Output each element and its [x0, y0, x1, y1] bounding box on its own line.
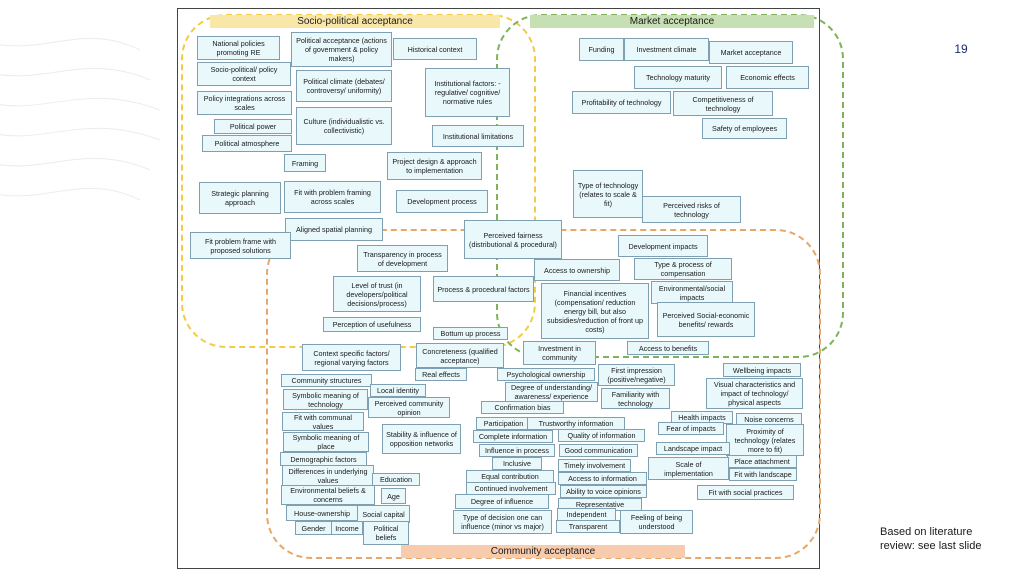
factor-box: Feeling of being understood: [620, 510, 693, 534]
factor-box: Inclusive: [492, 457, 542, 470]
factor-box: Fear of impacts: [658, 422, 724, 435]
factor-box: Confirmation bias: [481, 401, 564, 414]
source-note-line2: review: see last slide: [880, 540, 982, 552]
factor-box: First impression (positive/negative): [598, 364, 675, 386]
factor-box: Education: [372, 473, 420, 486]
background-wave-lines: [0, 37, 161, 201]
factor-box: Funding: [579, 38, 624, 61]
factor-box: Local identity: [370, 384, 426, 397]
factor-box: Familiarity with technology: [601, 388, 670, 409]
factor-box: Quality of information: [558, 429, 645, 442]
source-note-line1: Based on literature: [880, 526, 973, 538]
factor-box: Independent: [557, 508, 616, 521]
factor-box: Strategic planning approach: [199, 182, 281, 214]
factor-box: Policy integrations across scales: [197, 91, 292, 115]
factor-box: Project design & approach to implementat…: [387, 152, 482, 180]
factor-box: Financial incentives (compensation/ redu…: [541, 283, 649, 339]
factor-box: Symbolic meaning of technology: [283, 389, 368, 410]
factor-box: Framing: [284, 154, 326, 172]
factor-box: Proximity of technology (relates more to…: [726, 424, 804, 456]
factor-box: Culture (individualistic vs. collectivis…: [296, 107, 392, 145]
factor-box: Institutional factors: - regulative/ cog…: [425, 68, 510, 117]
source-note: Based on literature review: see last sli…: [880, 525, 1010, 553]
factor-box: Community structures: [281, 374, 372, 387]
factor-box: Level of trust (in developers/political …: [333, 276, 421, 312]
factor-box: Landscape impact: [656, 442, 730, 455]
factor-box: Perceived Social-economic benefits/ rewa…: [657, 302, 755, 337]
factor-box: Aligned spatial planning: [285, 218, 383, 241]
factor-box: Market acceptance: [709, 41, 793, 64]
factor-box: Scale of implementation: [648, 457, 729, 480]
factor-box: Transparent: [556, 520, 620, 533]
factor-box: Type of technology (relates to scale & f…: [573, 170, 643, 218]
factor-box: Fit with social practices: [697, 485, 794, 500]
factor-box: Environmental/social impacts: [651, 281, 733, 304]
factor-box: Place attachment: [727, 455, 797, 468]
factor-box: Type of decision one can influence (mino…: [453, 510, 552, 534]
factor-box: Political power: [214, 119, 292, 134]
page-number: 19: [954, 42, 968, 56]
factor-box: Type & process of compensation: [634, 258, 732, 280]
factor-box: Timely involvement: [558, 459, 631, 472]
factor-box: Political acceptance (actions of governm…: [291, 32, 392, 67]
community-header: Community acceptance: [401, 545, 685, 558]
factor-box: Context specific factors/ regional varyi…: [302, 344, 401, 371]
factor-box: Economic effects: [726, 66, 809, 89]
factor-box: Differences in underlying values: [282, 465, 374, 486]
factor-box: Degree of influence: [455, 494, 549, 509]
factor-box: Visual characteristics and impact of tec…: [706, 378, 803, 409]
factor-box: Access to information: [558, 472, 647, 485]
factor-box: Transparency in process of development: [357, 245, 448, 272]
factor-box: Symbolic meaning of place: [283, 432, 369, 452]
factor-box: Technology maturity: [634, 66, 722, 89]
factor-box: Historical context: [393, 38, 477, 60]
factor-box: Complete information: [473, 430, 553, 443]
factor-box: Stability & influence of opposition netw…: [382, 424, 461, 454]
factor-box: Institutional limitations: [432, 125, 524, 147]
factor-box: Age: [381, 488, 406, 504]
factor-box: Real effects: [415, 368, 467, 381]
factor-box: Competitiveness of technology: [673, 91, 773, 116]
factor-box: Fit with problem framing across scales: [284, 181, 381, 213]
factor-box: Fit with communal values: [282, 412, 364, 431]
factor-box: Development process: [396, 190, 488, 213]
factor-box: Degree of understanding/ awareness/ expe…: [505, 382, 598, 402]
factor-box: Wellbeing impacts: [723, 363, 801, 377]
factor-box: Access to ownership: [534, 259, 620, 281]
market-header: Market acceptance: [530, 15, 814, 28]
factor-box: Political beliefs: [363, 521, 409, 545]
factor-box: Political atmosphere: [202, 135, 292, 152]
factor-box: Perceived fairness (distributional & pro…: [464, 220, 562, 259]
factor-box: Income: [331, 521, 363, 535]
factor-box: Safety of employees: [702, 118, 787, 139]
factor-box: Political climate (debates/ controversy/…: [296, 70, 392, 102]
factor-box: Access to benefits: [627, 341, 709, 355]
factor-box: Psychological ownership: [497, 368, 595, 381]
factor-box: Perception of usefulness: [323, 317, 421, 332]
factor-box: Demographic factors: [280, 452, 367, 466]
factor-box: House-ownership: [286, 505, 358, 521]
socio-political-header: Socio-political acceptance: [210, 15, 500, 28]
factor-box: Gender: [295, 521, 332, 535]
factor-box: Participation: [476, 417, 531, 430]
factor-box: Fit with landscape: [729, 468, 797, 481]
factor-box: Bottum up process: [433, 327, 508, 340]
factor-box: Environmental beliefs & concerns: [281, 485, 375, 505]
factor-box: Development impacts: [618, 235, 708, 257]
factor-box: Perceived community opinion: [368, 397, 450, 418]
factor-box: National policies promoting RE: [197, 36, 280, 60]
factor-box: Profitability of technology: [572, 91, 671, 114]
factor-box: Good communication: [559, 444, 638, 457]
factor-box: Concreteness (qualified acceptance): [416, 343, 504, 368]
factor-box: Investment in community: [523, 341, 596, 365]
factor-box: Process & procedural factors: [433, 276, 534, 302]
factor-box: Investment climate: [624, 38, 709, 61]
factor-box: Perceived risks of technology: [642, 196, 741, 223]
factor-box: Ability to voice opinions: [560, 485, 647, 498]
factor-box: Influence in process: [479, 444, 555, 457]
factor-box: Fit problem frame with proposed solution…: [190, 232, 291, 259]
factor-box: Socio-political/ policy context: [197, 62, 291, 86]
